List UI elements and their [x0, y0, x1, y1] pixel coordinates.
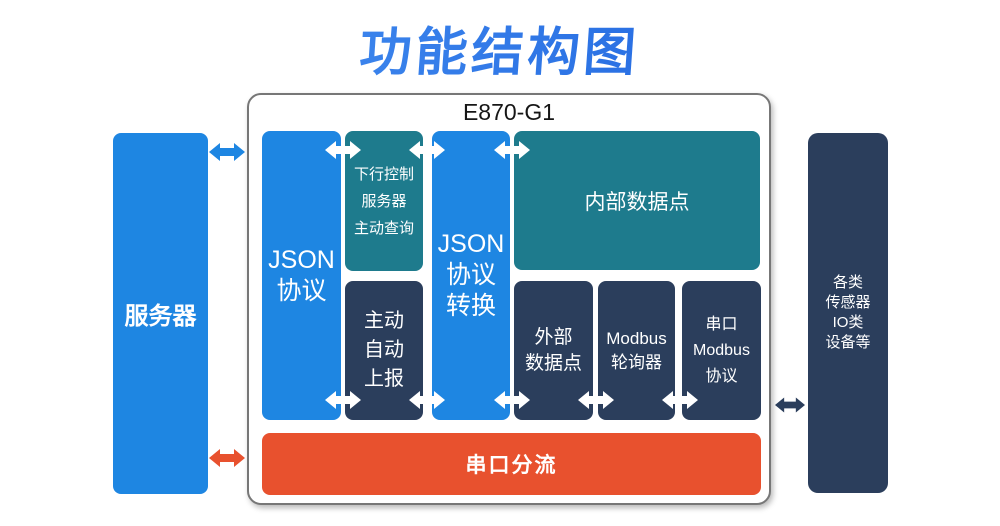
modbus-poller-box: Modbus 轮询器 — [598, 281, 675, 420]
device-line: 传感器 — [825, 294, 871, 311]
downlink-line: 主动查询 — [353, 219, 414, 237]
json-convert-line: 协议 — [445, 261, 496, 289]
double-arrow-icon — [209, 449, 245, 467]
page-title: 功能结构图 — [0, 10, 1000, 85]
downlink-line: 下行控制 — [353, 165, 414, 183]
device-model-label: E870-G1 — [462, 99, 556, 125]
json-convert-box: JSON 协议 转换 — [432, 131, 510, 420]
modbus-poller-line: Modbus — [606, 328, 667, 348]
json-convert-line: JSON — [437, 230, 505, 258]
serial-modbus-box: 串口 Modbus 协议 — [682, 281, 761, 420]
external-datapoints-box: 外部 数据点 — [514, 281, 593, 420]
serial-modbus-line: 协议 — [705, 367, 738, 385]
auto-report-line: 上报 — [364, 368, 404, 390]
serial-modbus-line: Modbus — [693, 341, 750, 359]
json-protocol-line: JSON — [268, 245, 335, 274]
auto-report-line: 主动 — [364, 310, 404, 332]
device-line: 各类 — [832, 274, 863, 291]
internal-datapoints-box: 内部数据点 — [514, 131, 760, 270]
auto-report-line: 自动 — [364, 339, 404, 361]
external-datapoints-line: 外部 — [534, 326, 573, 348]
double-arrow-icon — [325, 391, 361, 409]
internal-datapoints-label: 内部数据点 — [584, 190, 690, 214]
double-arrow-icon — [209, 143, 245, 161]
downlink-control-box: 下行控制 服务器 主动查询 — [345, 131, 423, 271]
device-line: IO类 — [832, 314, 864, 331]
modbus-poller-line: 轮询器 — [611, 352, 662, 372]
serial-split-label: 串口分流 — [465, 454, 558, 477]
json-protocol-line: 协议 — [276, 276, 327, 305]
double-arrow-icon — [578, 391, 614, 409]
double-arrow-icon — [775, 397, 805, 413]
double-arrow-icon — [409, 391, 445, 409]
device-line: 设备等 — [825, 334, 871, 351]
double-arrow-icon — [662, 391, 698, 409]
server-label: 服务器 — [124, 303, 197, 330]
serial-modbus-line: 串口 — [705, 315, 738, 333]
double-arrow-icon — [494, 141, 530, 159]
json-convert-line: 转换 — [445, 292, 496, 320]
server-box: 服务器 — [113, 133, 208, 494]
downlink-line: 服务器 — [361, 192, 407, 210]
json-protocol-box: JSON 协议 — [262, 131, 341, 420]
serial-split-box: 串口分流 — [262, 433, 761, 495]
double-arrow-icon — [494, 391, 530, 409]
double-arrow-icon — [325, 141, 361, 159]
sensor-device-box: 各类 传感器 IO类 设备等 — [808, 133, 888, 493]
external-datapoints-line: 数据点 — [524, 352, 582, 374]
auto-report-box: 主动 自动 上报 — [345, 281, 423, 420]
double-arrow-icon — [409, 141, 445, 159]
